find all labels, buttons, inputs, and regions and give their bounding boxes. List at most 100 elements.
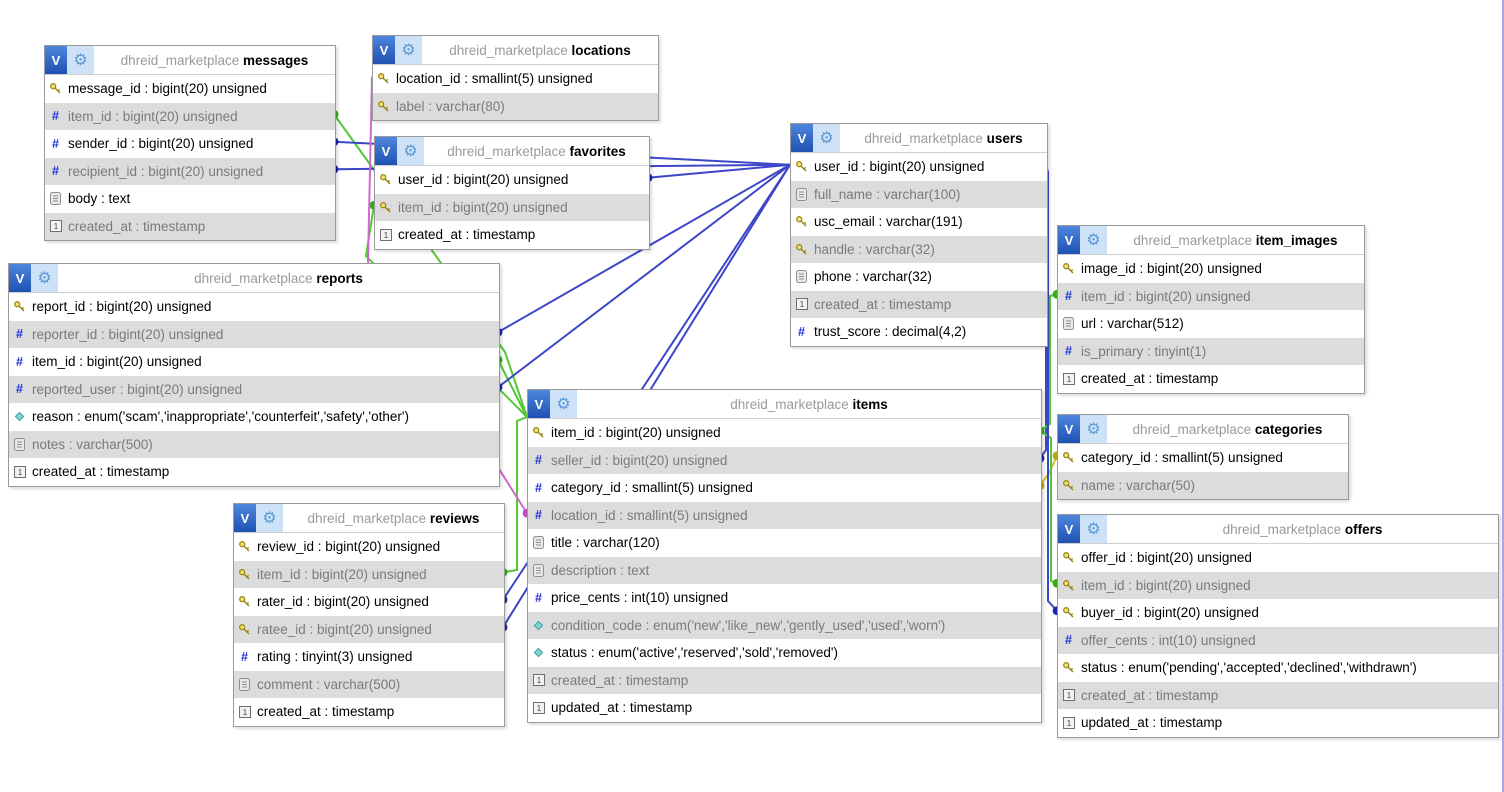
field-definition: created_at : timestamp	[398, 227, 536, 243]
table-options-gear-icon[interactable]: ⚙	[395, 36, 422, 64]
field-row-reports-reported_user[interactable]: #reported_user : bigint(20) unsigned	[9, 375, 499, 403]
table-reviews[interactable]: V⚙dhreid_marketplace reviews review_id : …	[233, 503, 505, 727]
field-row-offers-status[interactable]: status : enum('pending','accepted','decl…	[1058, 654, 1498, 682]
table-options-gear-icon[interactable]: ⚙	[1080, 515, 1107, 543]
numeric-column-icon: #	[241, 649, 248, 664]
field-row-reviews-rating[interactable]: #rating : tinyint(3) unsigned	[234, 643, 504, 671]
field-row-items-description[interactable]: description : text	[528, 556, 1041, 584]
designer-toggle-icon[interactable]: V	[1058, 226, 1080, 254]
designer-toggle-icon[interactable]: V	[791, 124, 813, 152]
field-row-reviews-ratee_id[interactable]: ratee_id : bigint(20) unsigned	[234, 615, 504, 643]
field-row-items-condition_code[interactable]: condition_code : enum('new','like_new','…	[528, 611, 1041, 639]
field-row-items-category_id[interactable]: #category_id : smallint(5) unsigned	[528, 474, 1041, 502]
field-row-reports-reporter_id[interactable]: #reporter_id : bigint(20) unsigned	[9, 320, 499, 348]
text-column-icon	[48, 191, 63, 206]
field-row-reviews-comment[interactable]: comment : varchar(500)	[234, 670, 504, 698]
table-options-gear-icon[interactable]: ⚙	[813, 124, 840, 152]
field-row-favorites-item_id[interactable]: item_id : bigint(20) unsigned	[375, 193, 649, 221]
table-title: dhreid_marketplace reviews	[283, 511, 504, 526]
primary-key-icon	[1061, 660, 1076, 675]
field-row-reports-reason[interactable]: reason : enum('scam','inappropriate','co…	[9, 403, 499, 431]
primary-key-icon	[378, 172, 393, 187]
timestamp-column-icon: 1	[1061, 371, 1076, 386]
field-row-offers-offer_cents[interactable]: #offer_cents : int(10) unsigned	[1058, 626, 1498, 654]
field-row-messages-sender_id[interactable]: #sender_id : bigint(20) unsigned	[45, 130, 335, 158]
field-row-locations-label[interactable]: label : varchar(80)	[373, 92, 658, 120]
field-row-users-handle[interactable]: handle : varchar(32)	[791, 235, 1047, 263]
field-row-items-status[interactable]: status : enum('active','reserved','sold'…	[528, 639, 1041, 667]
field-row-offers-item_id[interactable]: item_id : bigint(20) unsigned	[1058, 571, 1498, 599]
field-row-users-full_name[interactable]: full_name : varchar(100)	[791, 180, 1047, 208]
field-row-users-usc_email[interactable]: usc_email : varchar(191)	[791, 208, 1047, 236]
field-row-messages-recipient_id[interactable]: #recipient_id : bigint(20) unsigned	[45, 157, 335, 185]
field-row-reports-report_id[interactable]: report_id : bigint(20) unsigned	[9, 293, 499, 321]
field-row-reports-item_id[interactable]: #item_id : bigint(20) unsigned	[9, 348, 499, 376]
field-row-messages-body[interactable]: body : text	[45, 185, 335, 213]
table-options-gear-icon[interactable]: ⚙	[550, 390, 577, 418]
field-row-categories-category_id[interactable]: category_id : smallint(5) unsigned	[1058, 444, 1348, 472]
designer-toggle-icon[interactable]: V	[1058, 415, 1080, 443]
timestamp-column-icon: 1	[1061, 688, 1076, 703]
designer-toggle-icon[interactable]: V	[528, 390, 550, 418]
canvas-edge	[1502, 0, 1504, 792]
designer-toggle-icon[interactable]: V	[9, 264, 31, 292]
field-row-items-title[interactable]: title : varchar(120)	[528, 529, 1041, 557]
field-row-users-user_id[interactable]: user_id : bigint(20) unsigned	[791, 153, 1047, 181]
table-options-gear-icon[interactable]: ⚙	[1080, 226, 1107, 254]
field-row-items-seller_id[interactable]: #seller_id : bigint(20) unsigned	[528, 446, 1041, 474]
field-row-item_images-is_primary[interactable]: #is_primary : tinyint(1)	[1058, 337, 1364, 365]
field-row-items-location_id[interactable]: #location_id : smallint(5) unsigned	[528, 501, 1041, 529]
field-row-item_images-item_id[interactable]: #item_id : bigint(20) unsigned	[1058, 282, 1364, 310]
field-row-users-trust_score[interactable]: #trust_score : decimal(4,2)	[791, 318, 1047, 346]
designer-toggle-icon[interactable]: V	[373, 36, 395, 64]
field-row-reviews-rater_id[interactable]: rater_id : bigint(20) unsigned	[234, 588, 504, 616]
primary-key-icon	[237, 622, 252, 637]
field-row-reports-notes[interactable]: notes : varchar(500)	[9, 430, 499, 458]
field-row-item_images-image_id[interactable]: image_id : bigint(20) unsigned	[1058, 255, 1364, 283]
table-options-gear-icon[interactable]: ⚙	[67, 46, 94, 74]
table-options-gear-icon[interactable]: ⚙	[31, 264, 58, 292]
field-row-item_images-url[interactable]: url : varchar(512)	[1058, 310, 1364, 338]
field-row-offers-offer_id[interactable]: offer_id : bigint(20) unsigned	[1058, 544, 1498, 572]
numeric-column-icon: #	[1065, 289, 1072, 304]
field-row-locations-location_id[interactable]: location_id : smallint(5) unsigned	[373, 65, 658, 93]
field-row-favorites-user_id[interactable]: user_id : bigint(20) unsigned	[375, 166, 649, 194]
field-row-reviews-item_id[interactable]: item_id : bigint(20) unsigned	[234, 560, 504, 588]
field-definition: recipient_id : bigint(20) unsigned	[68, 163, 264, 179]
field-row-messages-message_id[interactable]: message_id : bigint(20) unsigned	[45, 75, 335, 103]
designer-toggle-icon[interactable]: V	[1058, 515, 1080, 543]
field-row-users-phone[interactable]: phone : varchar(32)	[791, 263, 1047, 291]
field-row-offers-buyer_id[interactable]: buyer_id : bigint(20) unsigned	[1058, 599, 1498, 627]
table-options-gear-icon[interactable]: ⚙	[256, 504, 283, 532]
table-options-gear-icon[interactable]: ⚙	[397, 137, 424, 165]
field-row-items-price_cents[interactable]: #price_cents : int(10) unsigned	[528, 584, 1041, 612]
field-row-items-item_id[interactable]: item_id : bigint(20) unsigned	[528, 419, 1041, 447]
designer-toggle-icon[interactable]: V	[234, 504, 256, 532]
field-row-reviews-review_id[interactable]: review_id : bigint(20) unsigned	[234, 533, 504, 561]
table-options-gear-icon[interactable]: ⚙	[1080, 415, 1107, 443]
field-definition: comment : varchar(500)	[257, 676, 401, 692]
designer-toggle-icon[interactable]: V	[45, 46, 67, 74]
field-row-messages-item_id[interactable]: #item_id : bigint(20) unsigned	[45, 102, 335, 130]
field-row-categories-name[interactable]: name : varchar(50)	[1058, 471, 1348, 499]
designer-toggle-icon[interactable]: V	[375, 137, 397, 165]
